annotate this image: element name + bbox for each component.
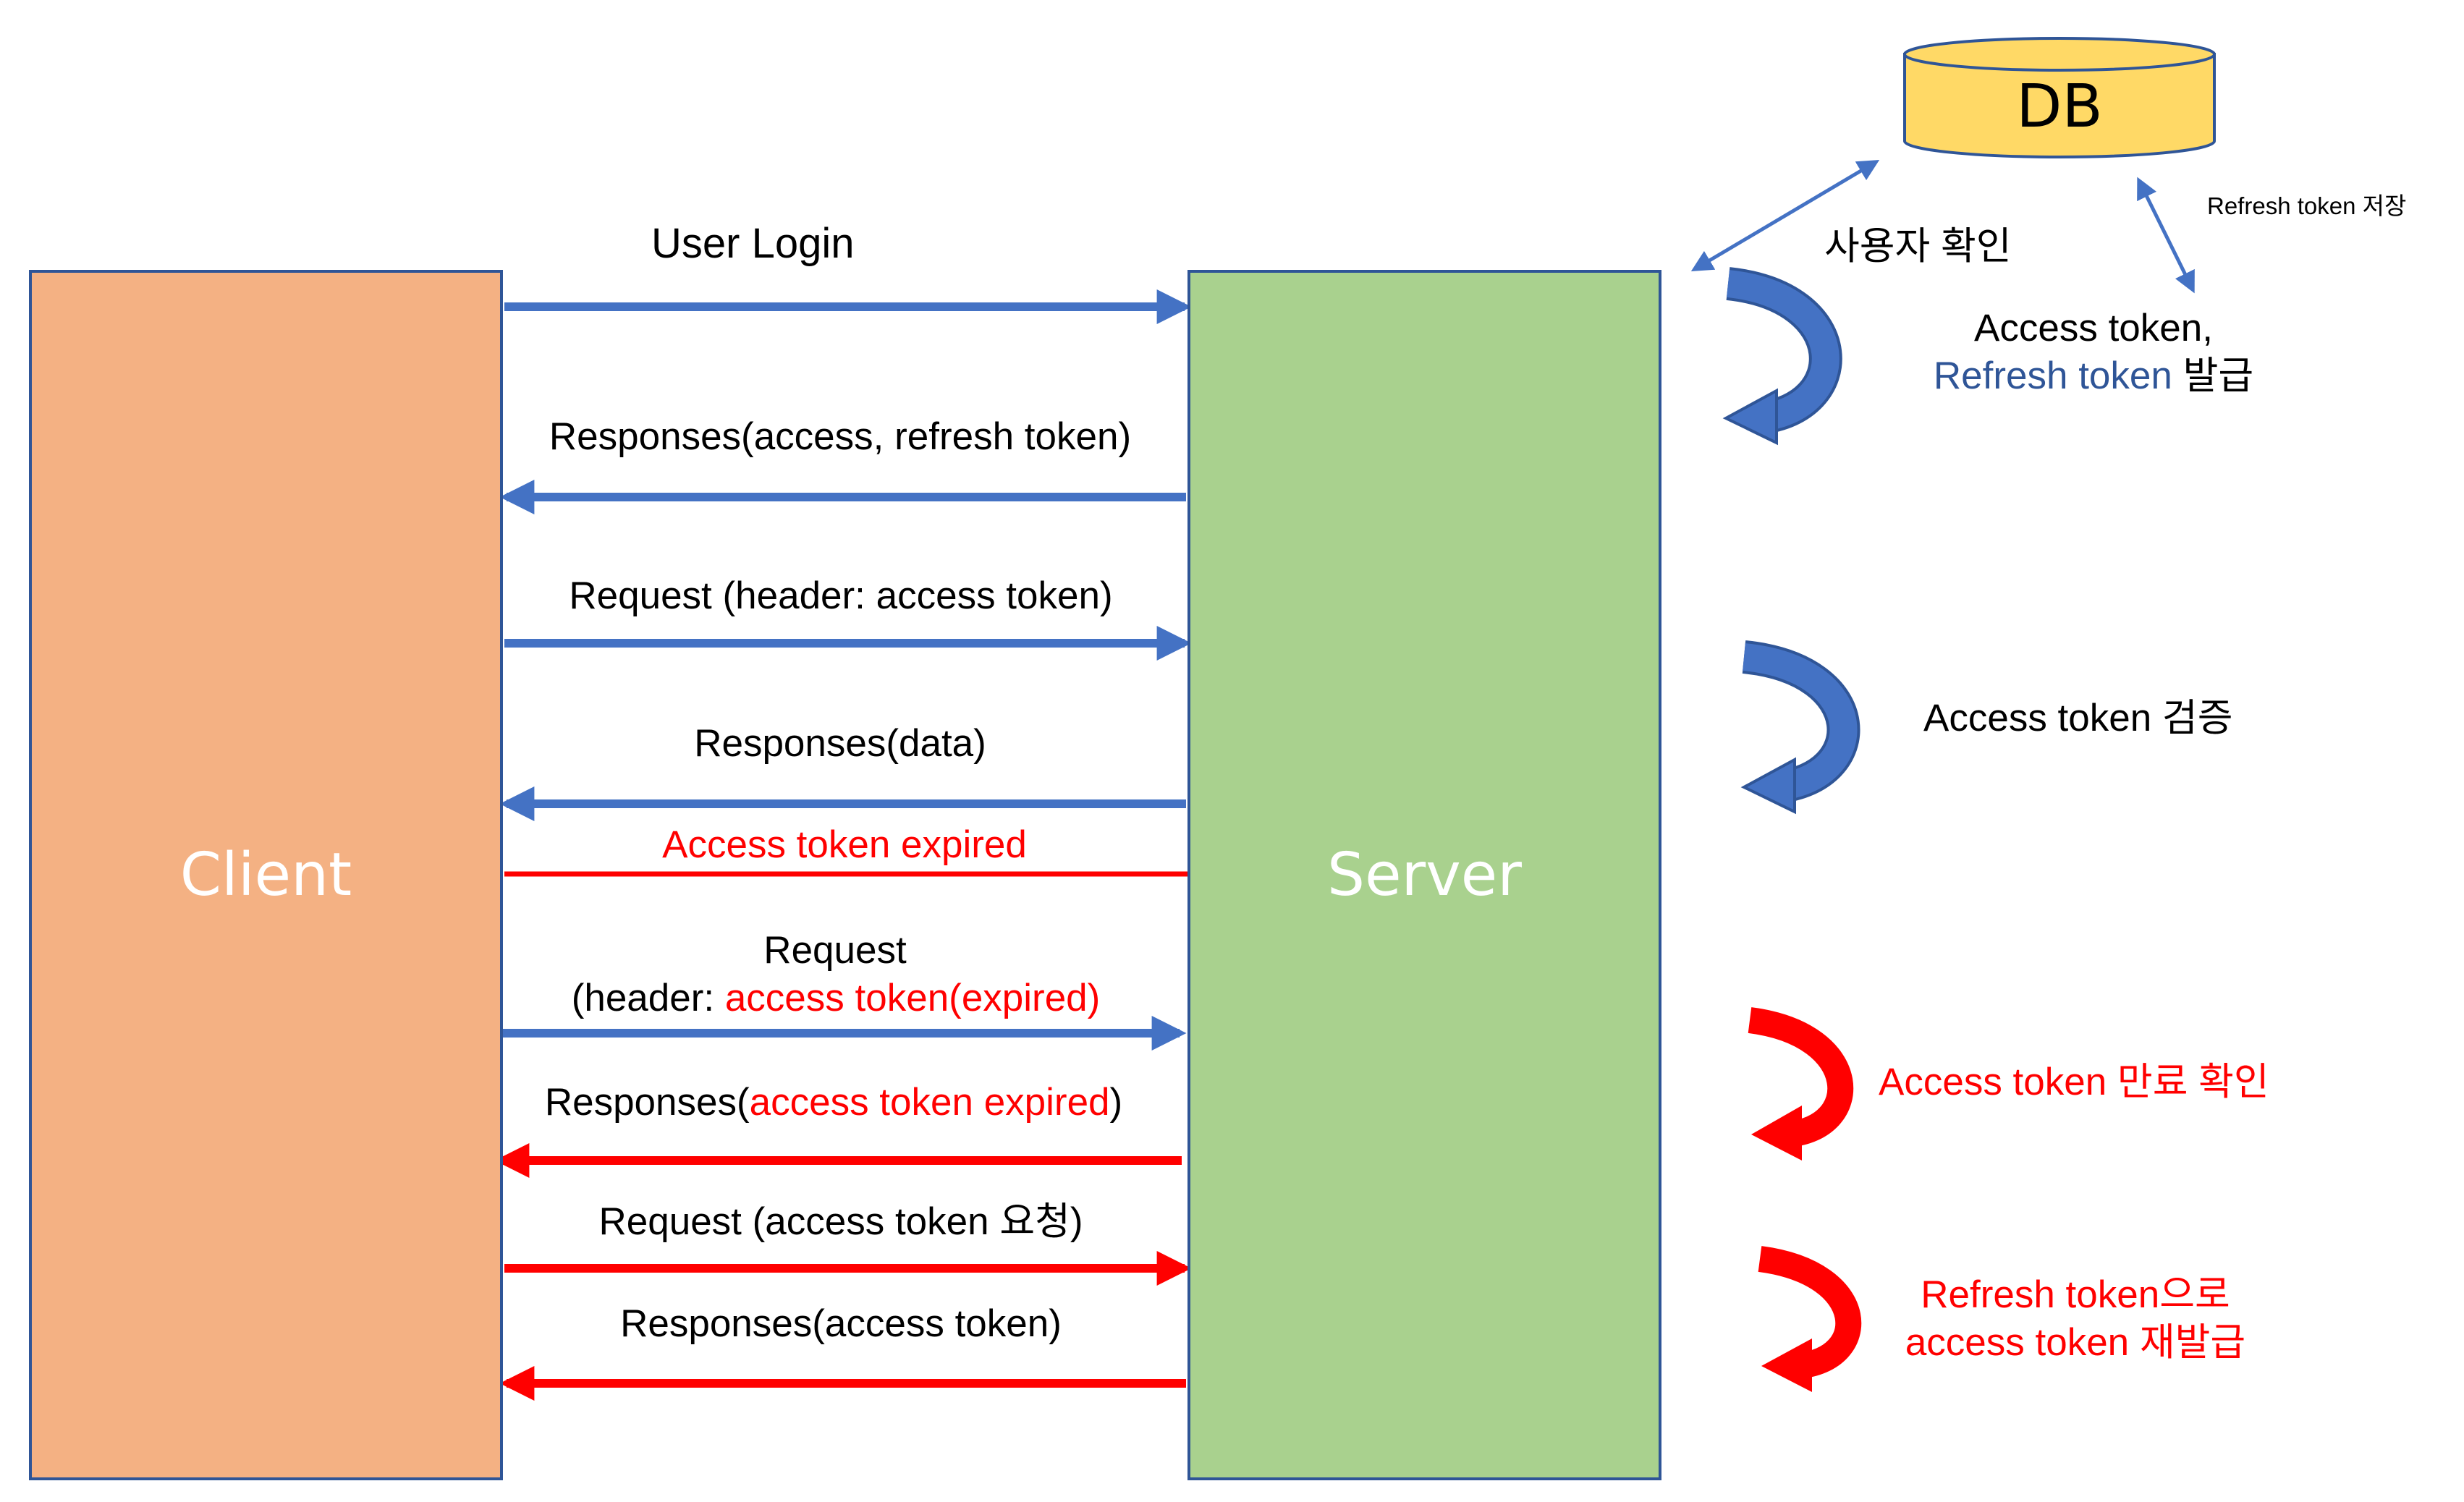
msg-resp-tokens: Responses(access, refresh token) (549, 415, 1132, 458)
note-expired-check: Access token 만료 확인 (1879, 1061, 2269, 1103)
msg-resp-expired-prefix: Responses( (544, 1081, 750, 1124)
msg-req-new: Request (access token 요청) (598, 1200, 1083, 1243)
note-refresh-store: Refresh token 저장 (2207, 192, 2407, 219)
msg-resp-new: Responses(access token) (620, 1302, 1062, 1345)
note-reissue-line1: Refresh token으로 (1921, 1273, 2230, 1316)
msg-req-header: Request (header: access token) (569, 574, 1113, 617)
server-label: Server (1327, 841, 1522, 909)
msg-req-expired-line2: (header: access token(expired) (572, 975, 1101, 1022)
note-issue-blue: Refresh token (1933, 355, 2172, 398)
note-issue-suffix: 발급 (2172, 355, 2254, 398)
note-issue-line2: Refresh token 발급 (1934, 352, 2253, 400)
note-reissue-line2: access token 재발급 (1905, 1321, 2246, 1365)
issue-curve-arrow (1722, 267, 1842, 446)
msg-expired-divider: Access token expired (662, 823, 1027, 866)
reissue-curve-arrow (1758, 1246, 1862, 1392)
db-user-check-arrow (1690, 159, 1880, 272)
note-verify: Access token 검증 (1923, 697, 2233, 739)
msg-req-expired-red: access token(expired) (724, 977, 1101, 1019)
msg-user-login: User Login (651, 220, 855, 267)
note-reissue: Refresh token으로 access token 재발급 (1905, 1271, 2245, 1367)
server-box: Server (1187, 270, 1661, 1480)
expired-check-curve-arrow (1748, 1007, 1854, 1161)
db-label: DB (2016, 72, 2103, 141)
msg-resp-expired: Responses(access token expired) (545, 1079, 1122, 1126)
client-label: Client (179, 841, 352, 909)
verify-curve-arrow (1740, 640, 1860, 815)
msg-resp-expired-suffix: ) (1109, 1081, 1123, 1124)
note-issue: Access token, Refresh token 발급 (1934, 305, 2253, 401)
db-cylinder (1903, 37, 2216, 158)
msg-req-expired-line1: Request (763, 929, 907, 972)
note-user-check: 사용자 확인 (1824, 225, 2012, 268)
msg-req-expired-prefix: (header: (571, 977, 725, 1019)
msg-resp-data: Responses(data) (694, 722, 986, 765)
note-issue-line1: Access token, (1974, 307, 2213, 349)
msg-resp-expired-red: access token expired (749, 1081, 1110, 1124)
db-refresh-store-arrow (2137, 177, 2195, 294)
client-box: Client (29, 270, 503, 1480)
